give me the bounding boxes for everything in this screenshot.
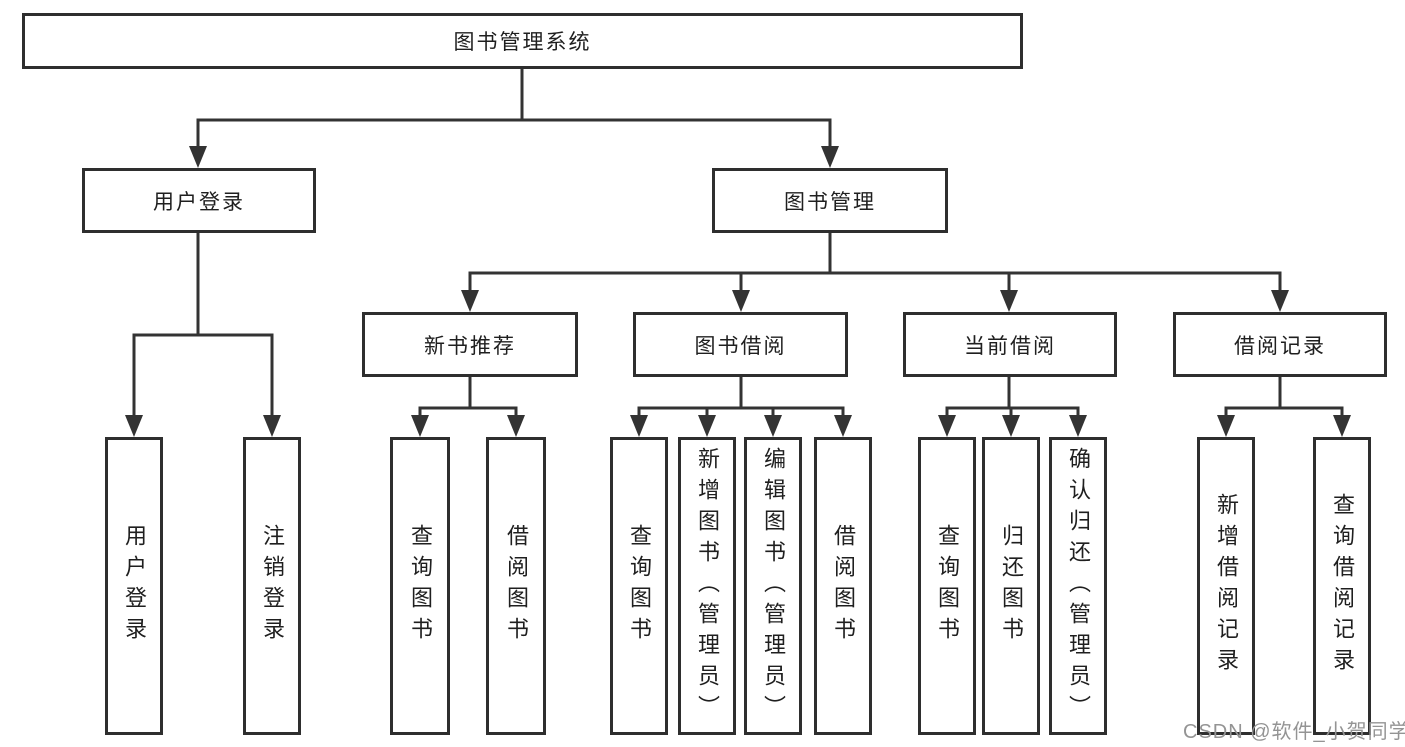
leaf-logout: 注销登录 bbox=[243, 437, 301, 735]
node-user-login-branch: 用户登录 bbox=[82, 168, 316, 233]
arrowhead-icon bbox=[461, 290, 479, 312]
arrowhead-icon bbox=[125, 415, 143, 437]
arrowhead-icon bbox=[698, 415, 716, 437]
arrowhead-icon bbox=[1000, 290, 1018, 312]
leaf-add-book-admin: 新增图书（管理员） bbox=[678, 437, 736, 735]
leaf-edit-book-admin: 编辑图书（管理员） bbox=[744, 437, 802, 735]
arrowhead-icon bbox=[189, 146, 207, 168]
arrowhead-icon bbox=[821, 146, 839, 168]
arrowhead-icon bbox=[507, 415, 525, 437]
arrowhead-icon bbox=[411, 415, 429, 437]
node-borrowing-records: 借阅记录 bbox=[1173, 312, 1387, 377]
connector-line bbox=[418, 406, 518, 418]
connector-line bbox=[1224, 406, 1344, 418]
leaf-query-books-recommend: 查询图书 bbox=[390, 437, 450, 735]
connector-line bbox=[637, 406, 845, 418]
leaf-query-borrow-record: 查询借阅记录 bbox=[1313, 437, 1371, 735]
arrowhead-icon bbox=[1002, 415, 1020, 437]
leaf-query-books-current: 查询图书 bbox=[918, 437, 976, 735]
node-book-borrowing: 图书借阅 bbox=[633, 312, 848, 377]
node-new-book-recommendation: 新书推荐 bbox=[362, 312, 578, 377]
node-current-borrowing: 当前借阅 bbox=[903, 312, 1117, 377]
connector-line bbox=[468, 271, 1282, 293]
leaf-borrow-books-recommend: 借阅图书 bbox=[486, 437, 546, 735]
arrowhead-icon bbox=[630, 415, 648, 437]
node-book-management-branch: 图书管理 bbox=[712, 168, 948, 233]
arrowhead-icon bbox=[1217, 415, 1235, 437]
leaf-add-borrow-record: 新增借阅记录 bbox=[1197, 437, 1255, 735]
csdn-watermark: CSDN @软件_小贺同学 bbox=[1183, 721, 1405, 743]
leaf-borrow-books-borrowing: 借阅图书 bbox=[814, 437, 872, 735]
arrowhead-icon bbox=[764, 415, 782, 437]
arrowhead-icon bbox=[1069, 415, 1087, 437]
connector-line bbox=[132, 333, 274, 418]
arrowhead-icon bbox=[263, 415, 281, 437]
node-library-management-system: 图书管理系统 bbox=[22, 13, 1023, 69]
leaf-query-books-borrowing: 查询图书 bbox=[610, 437, 668, 735]
connector-line bbox=[196, 118, 832, 148]
leaf-confirm-return-admin: 确认归还（管理员） bbox=[1049, 437, 1107, 735]
arrowhead-icon bbox=[1333, 415, 1351, 437]
arrowhead-icon bbox=[732, 290, 750, 312]
arrowhead-icon bbox=[1271, 290, 1289, 312]
arrowhead-icon bbox=[834, 415, 852, 437]
leaf-return-book: 归还图书 bbox=[982, 437, 1040, 735]
leaf-user-login: 用户登录 bbox=[105, 437, 163, 735]
arrowhead-icon bbox=[938, 415, 956, 437]
